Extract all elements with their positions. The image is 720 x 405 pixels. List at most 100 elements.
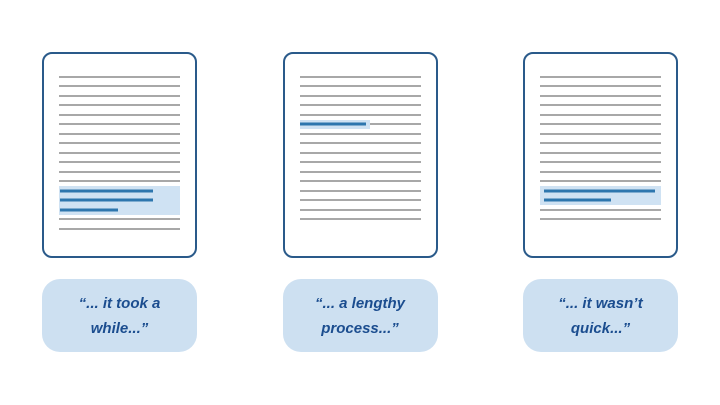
text-line bbox=[59, 94, 180, 97]
text-line bbox=[59, 218, 180, 221]
text-line-row bbox=[540, 215, 661, 225]
highlighted-text-line bbox=[543, 198, 612, 202]
text-line-row bbox=[59, 224, 180, 234]
text-line bbox=[540, 142, 661, 145]
text-line bbox=[540, 94, 661, 97]
text-line bbox=[540, 161, 661, 164]
text-line bbox=[59, 161, 180, 164]
highlighted-text-line bbox=[543, 189, 655, 193]
text-line bbox=[299, 113, 421, 116]
text-line bbox=[59, 142, 180, 145]
text-line bbox=[540, 75, 661, 78]
text-line bbox=[59, 227, 180, 230]
text-line-row bbox=[59, 82, 180, 92]
quote-text: “... a lengthy process...” bbox=[314, 294, 405, 337]
highlighted-text-line bbox=[60, 198, 154, 202]
text-line-row bbox=[540, 177, 661, 187]
text-line-row bbox=[299, 110, 421, 120]
quote-bubble-3: “... it wasn’t quick...” bbox=[523, 279, 678, 352]
text-line-row bbox=[540, 158, 661, 168]
text-line bbox=[59, 85, 180, 88]
document-1 bbox=[42, 52, 197, 258]
text-line-row bbox=[299, 129, 421, 139]
text-line-row bbox=[540, 167, 661, 177]
text-line bbox=[299, 75, 421, 78]
text-line-row bbox=[540, 101, 661, 111]
text-line-row bbox=[540, 82, 661, 92]
columns-container: “... it took a while...” “... a lengthy … bbox=[42, 52, 678, 352]
text-line bbox=[59, 113, 180, 116]
text-line-row bbox=[540, 139, 661, 149]
text-line-row bbox=[59, 72, 180, 82]
text-line-row bbox=[59, 215, 180, 225]
text-line bbox=[59, 132, 180, 135]
text-line bbox=[540, 218, 661, 221]
text-line bbox=[299, 218, 421, 221]
text-line-row bbox=[540, 120, 661, 130]
text-line bbox=[540, 113, 661, 116]
text-line-row bbox=[59, 129, 180, 139]
text-line bbox=[369, 123, 421, 126]
text-line bbox=[59, 170, 180, 173]
document-rows bbox=[540, 72, 661, 224]
highlighted-row bbox=[540, 195, 661, 205]
text-line-row bbox=[59, 139, 180, 149]
highlighted-row bbox=[59, 205, 180, 215]
column: “... it wasn’t quick...” bbox=[523, 52, 678, 352]
quote-text: “... it wasn’t quick...” bbox=[558, 294, 643, 337]
text-line bbox=[540, 180, 661, 183]
text-line-row bbox=[299, 91, 421, 101]
text-line-row bbox=[299, 139, 421, 149]
document-rows bbox=[299, 72, 421, 224]
text-line-row bbox=[540, 129, 661, 139]
highlighted-row bbox=[59, 186, 180, 196]
text-line-row bbox=[299, 82, 421, 92]
quote-text: “... it took a while...” bbox=[78, 294, 161, 337]
text-line-row bbox=[59, 101, 180, 111]
highlighted-text-line bbox=[299, 122, 367, 126]
highlighted-text-line bbox=[60, 208, 119, 212]
text-line bbox=[59, 123, 180, 126]
text-line-row bbox=[299, 148, 421, 158]
highlighted-row bbox=[59, 195, 180, 205]
text-line-row bbox=[540, 91, 661, 101]
text-line-row bbox=[59, 177, 180, 187]
text-line bbox=[540, 132, 661, 135]
column: “... it took a while...” bbox=[42, 52, 197, 352]
text-line bbox=[299, 189, 421, 192]
text-line-row bbox=[299, 205, 421, 215]
text-line bbox=[59, 180, 180, 183]
text-line-row bbox=[299, 177, 421, 187]
text-line-row bbox=[299, 101, 421, 111]
highlighted-row bbox=[540, 186, 661, 196]
text-line-row bbox=[540, 205, 661, 215]
text-line-row bbox=[59, 120, 180, 130]
text-line-row bbox=[299, 167, 421, 177]
text-line bbox=[299, 85, 421, 88]
text-line-row bbox=[299, 158, 421, 168]
text-line bbox=[299, 142, 421, 145]
column: “... a lengthy process...” bbox=[282, 52, 438, 352]
text-line bbox=[59, 75, 180, 78]
text-line-row bbox=[299, 72, 421, 82]
document-2 bbox=[282, 52, 438, 258]
text-line bbox=[59, 151, 180, 154]
text-line bbox=[299, 180, 421, 183]
quote-bubble-1: “... it took a while...” bbox=[42, 279, 197, 352]
text-line bbox=[59, 104, 180, 107]
highlighted-text-line bbox=[60, 189, 154, 193]
text-line bbox=[299, 199, 421, 202]
text-line-row bbox=[59, 148, 180, 158]
text-line bbox=[540, 208, 661, 211]
text-line bbox=[540, 123, 661, 126]
text-line bbox=[299, 151, 421, 154]
text-line-row bbox=[59, 167, 180, 177]
text-line bbox=[299, 132, 421, 135]
text-line bbox=[540, 151, 661, 154]
text-line-row bbox=[59, 158, 180, 168]
text-line bbox=[299, 208, 421, 211]
text-line-row bbox=[540, 110, 661, 120]
text-line-row bbox=[59, 91, 180, 101]
text-line-row bbox=[59, 110, 180, 120]
